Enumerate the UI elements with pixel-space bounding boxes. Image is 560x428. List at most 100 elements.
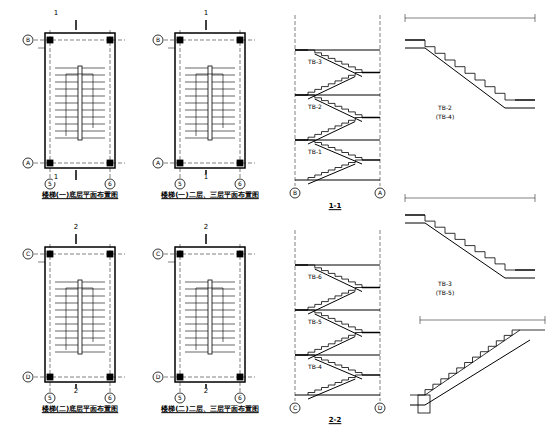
column bbox=[177, 37, 183, 43]
stair-steps bbox=[308, 288, 362, 311]
drawing-line bbox=[362, 287, 380, 289]
axis-bubble bbox=[235, 179, 245, 189]
drawing-line bbox=[362, 117, 380, 119]
drawing-line bbox=[295, 230, 296, 401]
cut-mark: 1 bbox=[53, 174, 59, 182]
drawing-line bbox=[75, 20, 77, 30]
axis-number: 6 bbox=[237, 395, 243, 402]
column bbox=[107, 374, 113, 380]
drawing-line bbox=[362, 72, 380, 74]
axis-letter: A bbox=[377, 190, 383, 197]
drawing-line bbox=[212, 289, 235, 290]
axis-bubble bbox=[153, 249, 163, 259]
axis-letter: C bbox=[155, 251, 161, 258]
axis-letter: B bbox=[292, 190, 298, 197]
drawing-line bbox=[55, 303, 78, 304]
cut-mark: 2 bbox=[203, 224, 209, 232]
section-title: 1-1 bbox=[328, 203, 343, 211]
drawing-line bbox=[212, 352, 235, 353]
drawing-line bbox=[55, 96, 78, 97]
drawing-line bbox=[55, 124, 78, 125]
drawing-line bbox=[55, 352, 78, 353]
drawing-line bbox=[212, 345, 235, 346]
drawing-line bbox=[75, 170, 77, 180]
axis-number: 5 bbox=[177, 181, 183, 188]
drawing-line bbox=[308, 292, 355, 315]
drawing-line bbox=[212, 124, 235, 125]
drawing-line bbox=[82, 96, 105, 97]
drawing-line bbox=[185, 310, 208, 311]
drawing-line bbox=[223, 288, 224, 342]
drawing-line bbox=[308, 164, 355, 184]
drawing-line bbox=[362, 159, 380, 161]
stair-steps bbox=[308, 73, 362, 96]
drawing-line bbox=[55, 89, 78, 90]
axis-bubble bbox=[235, 393, 245, 403]
well bbox=[208, 66, 212, 140]
column bbox=[47, 374, 53, 380]
axis-bubble bbox=[153, 35, 163, 45]
stair-steps bbox=[308, 50, 362, 73]
drawing-line bbox=[515, 99, 535, 101]
drawing-line bbox=[82, 289, 105, 290]
column bbox=[237, 374, 243, 380]
plan-title: 楼梯(二)二层、三层平面布置图 bbox=[160, 406, 259, 414]
stair-steps bbox=[425, 40, 515, 100]
drawing-line bbox=[66, 74, 93, 75]
drawing-line bbox=[308, 337, 355, 360]
drawing-line bbox=[212, 317, 235, 318]
drawing-line bbox=[295, 94, 308, 96]
member-label: TB-1 bbox=[307, 149, 323, 156]
stair-steps bbox=[308, 265, 362, 288]
stair-steps bbox=[308, 355, 362, 375]
drawing-line bbox=[82, 317, 105, 318]
column bbox=[237, 251, 243, 257]
drawing-line bbox=[55, 117, 78, 118]
drawing-line bbox=[55, 324, 78, 325]
drawing-line bbox=[185, 117, 208, 118]
drawing-line bbox=[66, 288, 93, 289]
drawing-line bbox=[55, 138, 78, 139]
axis-letter: C bbox=[25, 251, 31, 258]
stair-steps bbox=[308, 95, 362, 118]
axis-bubble bbox=[175, 179, 185, 189]
drawing-line bbox=[185, 282, 208, 283]
drawing-line bbox=[185, 68, 208, 69]
drawing-line bbox=[295, 354, 308, 356]
drawing-line bbox=[185, 124, 208, 125]
drawing-line bbox=[212, 75, 235, 76]
drawing-line bbox=[212, 303, 235, 304]
drawing-line bbox=[425, 48, 505, 108]
axis-number: 6 bbox=[107, 395, 113, 402]
axis-number: 6 bbox=[237, 181, 243, 188]
stair-steps bbox=[308, 310, 362, 333]
drawing-line bbox=[420, 320, 545, 321]
drawing-line bbox=[362, 374, 380, 376]
drawing-line bbox=[185, 289, 208, 290]
detail-label: TB-3 bbox=[437, 281, 453, 288]
drawing-line bbox=[55, 317, 78, 318]
drawing-line bbox=[82, 138, 105, 139]
drawing-line bbox=[212, 296, 235, 297]
drawing-line bbox=[185, 338, 208, 339]
column bbox=[47, 160, 53, 166]
drawing-line bbox=[420, 316, 421, 324]
drawing-line bbox=[212, 96, 235, 97]
stair-steps bbox=[308, 118, 362, 141]
cut-mark: 2 bbox=[73, 388, 79, 396]
section-title: 2-2 bbox=[328, 417, 343, 425]
stair-line bbox=[410, 330, 545, 395]
stair-wall bbox=[175, 33, 245, 168]
well bbox=[78, 66, 82, 140]
drawing-line bbox=[55, 282, 78, 283]
drawing-line bbox=[55, 75, 78, 76]
axis-letter: D bbox=[377, 405, 384, 412]
drawing-line bbox=[212, 117, 235, 118]
drawing-line bbox=[82, 352, 105, 353]
drawing-line bbox=[212, 103, 235, 104]
plan-title: 楼梯(一)底层平面布置图 bbox=[41, 192, 119, 200]
stair-steps bbox=[308, 160, 362, 180]
member-label: TB-4 bbox=[307, 364, 323, 371]
drawing-line bbox=[185, 96, 208, 97]
column bbox=[237, 160, 243, 166]
